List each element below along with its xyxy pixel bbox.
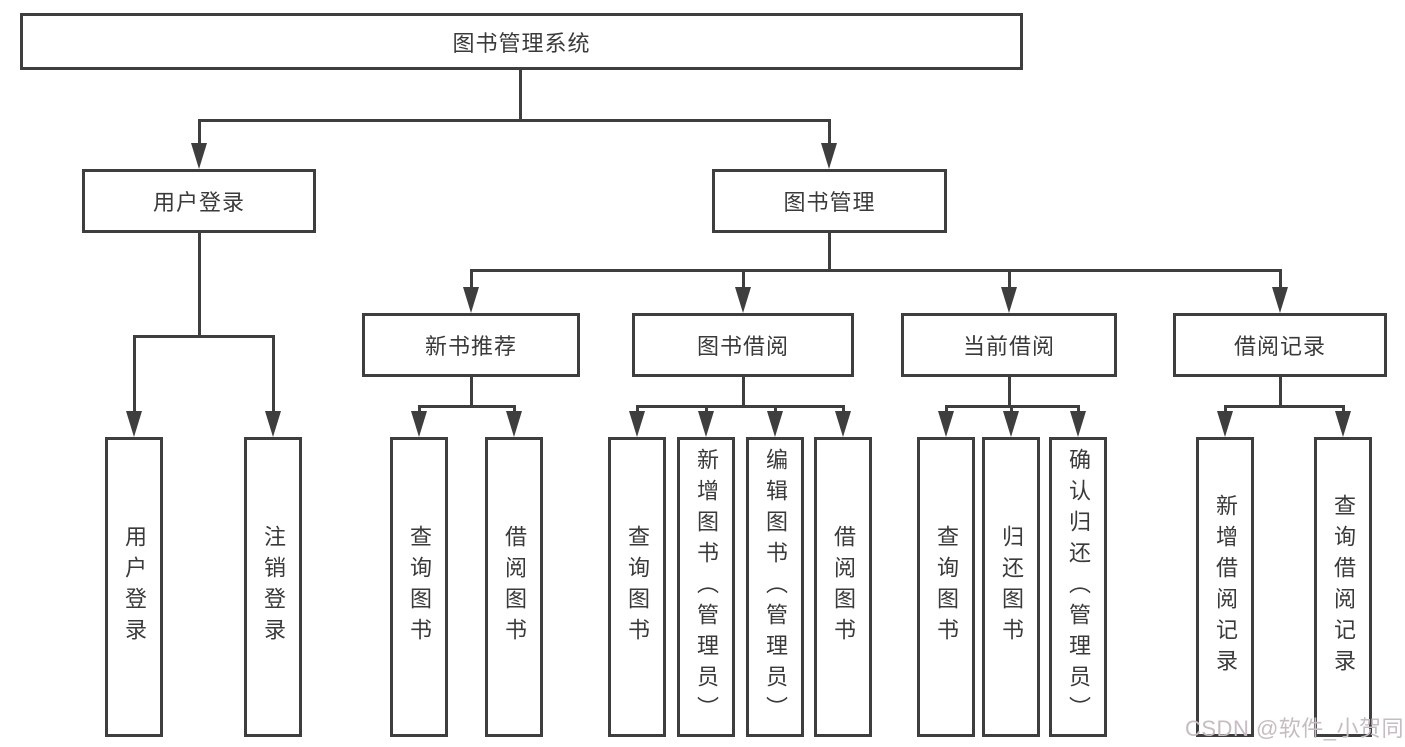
arrow-down-icon <box>506 411 522 437</box>
arrow-down-icon <box>1335 411 1351 437</box>
leaf-add-borrow-record: 新增借阅记录 <box>1196 437 1254 737</box>
node-new-book-recommend: 新书推荐 <box>362 313 580 377</box>
connector-line <box>1278 375 1282 407</box>
connector-line <box>827 118 831 147</box>
connector-line <box>841 404 845 417</box>
arrow-down-icon <box>1070 411 1086 437</box>
connector-line <box>132 334 136 415</box>
connector-line <box>944 404 948 417</box>
connector-line <box>197 118 831 122</box>
arrow-down-icon <box>1217 411 1233 437</box>
arrow-down-icon <box>1003 411 1019 437</box>
leaf-query-books-3: 查询图书 <box>917 437 975 737</box>
connector-line <box>1007 268 1011 291</box>
connector-line <box>1223 404 1227 417</box>
arrow-down-icon <box>1272 287 1288 313</box>
leaf-confirm-return-admin: 确认归还（管理员） <box>1049 437 1107 737</box>
arrow-down-icon <box>411 411 427 437</box>
connector-line <box>1007 375 1011 407</box>
arrow-down-icon <box>126 411 142 437</box>
connector-line <box>741 375 745 407</box>
connector-line <box>469 268 1282 272</box>
leaf-edit-books-admin: 编辑图书（管理员） <box>746 437 804 737</box>
arrow-down-icon <box>938 411 954 437</box>
node-borrowing-records: 借阅记录 <box>1173 313 1387 377</box>
connector-line <box>741 268 745 291</box>
arrow-down-icon <box>835 411 851 437</box>
arrow-down-icon <box>698 411 714 437</box>
node-book-management: 图书管理 <box>712 169 947 233</box>
watermark: CSDN @软件_小贺同学 <box>1185 716 1405 741</box>
leaf-borrow-books: 借阅图书 <box>485 437 543 737</box>
connector-line <box>197 118 201 147</box>
connector-line <box>469 375 473 407</box>
arrow-down-icon <box>265 411 281 437</box>
leaf-user-login: 用户登录 <box>105 437 163 737</box>
arrow-down-icon <box>767 411 783 437</box>
connector-line <box>417 404 516 408</box>
leaf-borrow-books-2: 借阅图书 <box>814 437 872 737</box>
arrow-down-icon <box>735 287 751 313</box>
connector-line <box>1009 404 1013 417</box>
connector-line <box>512 404 516 417</box>
leaf-logout: 注销登录 <box>244 437 302 737</box>
arrow-down-icon <box>1001 287 1017 313</box>
leaf-query-books-2: 查询图书 <box>608 437 666 737</box>
leaf-add-books-admin: 新增图书（管理员） <box>677 437 735 737</box>
leaf-query-books: 查询图书 <box>390 437 448 737</box>
arrow-down-icon <box>463 287 479 313</box>
connector-line <box>827 231 831 272</box>
connector-line <box>271 334 275 415</box>
connector-line <box>1076 404 1080 417</box>
arrow-down-icon <box>821 143 837 169</box>
leaf-return-books: 归还图书 <box>982 437 1040 737</box>
connector-line <box>773 404 777 417</box>
connector-line <box>1278 268 1282 291</box>
arrow-down-icon <box>629 411 645 437</box>
connector-line <box>469 268 473 291</box>
node-user-login: 用户登录 <box>82 169 316 233</box>
connector-line <box>197 231 201 337</box>
connector-line <box>1223 404 1345 408</box>
node-current-borrowing: 当前借阅 <box>901 313 1117 377</box>
leaf-query-borrow-record: 查询借阅记录 <box>1314 437 1372 737</box>
connector-line <box>704 404 708 417</box>
connector-line <box>518 70 522 121</box>
connector-line <box>1341 404 1345 417</box>
connector-line <box>417 404 421 417</box>
connector-line <box>132 334 275 338</box>
arrow-down-icon <box>191 143 207 169</box>
connector-line <box>635 404 845 408</box>
connector-line <box>635 404 639 417</box>
node-library-system: 图书管理系统 <box>20 13 1023 70</box>
node-book-borrowing: 图书借阅 <box>632 313 854 377</box>
